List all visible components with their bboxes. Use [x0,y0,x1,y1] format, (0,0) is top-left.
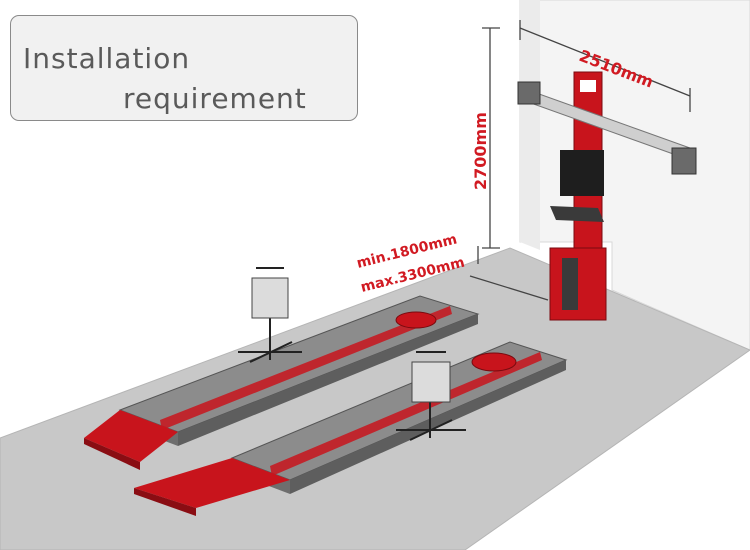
dimension-height-label: 2700mm [471,112,490,190]
dimension-width [519,20,691,112]
dimension-height [482,27,500,249]
dimension-distance [469,246,549,301]
left-turntable [395,311,437,329]
keyboard-shelf [550,206,604,222]
title-line-1: Installation [23,42,191,75]
left-camera [517,81,541,105]
right-turntable [471,352,517,372]
title-box: Installation requirement [10,15,358,121]
monitor [560,150,604,196]
target-stand-left [238,267,302,363]
right-camera [671,147,697,175]
target-stand-right [396,351,466,441]
aligner-machine [517,71,697,321]
title-line-2: requirement [123,82,307,115]
right-lift-platform [134,341,568,516]
left-lift-platform [84,295,480,470]
wall-side [520,0,540,250]
